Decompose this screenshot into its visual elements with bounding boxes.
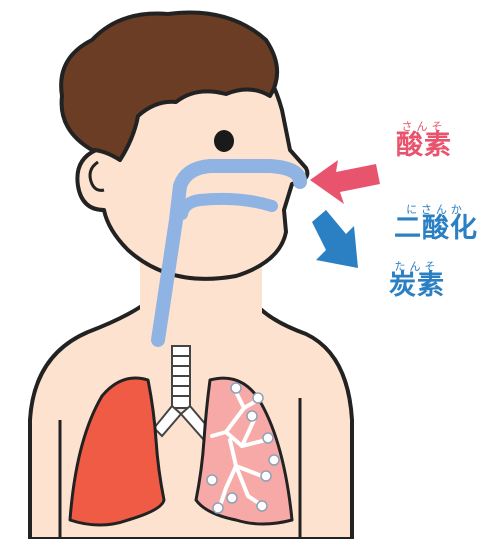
oxygen-label: さんそ 酸素: [384, 121, 464, 159]
carbon-dioxide-text-line2: 炭素: [382, 272, 452, 299]
arrow-left-icon: [310, 160, 380, 204]
eye: [214, 130, 234, 152]
carbon-dioxide-label-line1: にさんか 二酸化: [382, 204, 490, 242]
carbon-dioxide-label-line2: たんそ 炭素: [382, 261, 452, 299]
carbon-dioxide-text-line1: 二酸化: [382, 215, 490, 242]
oxygen-text: 酸素: [384, 132, 464, 159]
arrow-right-down-icon: [312, 210, 358, 268]
